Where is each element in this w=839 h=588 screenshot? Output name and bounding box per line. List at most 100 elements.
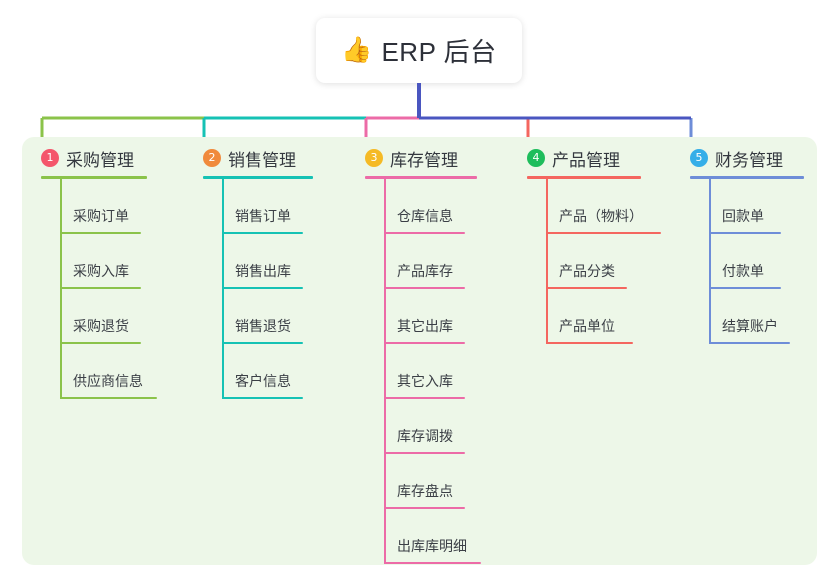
branch-item-label: 库存调拨 (397, 428, 453, 444)
branch-column-1: 1 采购管理采购订单采购入库采购退货供应商信息 (41, 145, 157, 399)
branch-header-5[interactable]: 5 财务管理 (690, 145, 804, 171)
branch-header-rule (41, 176, 147, 179)
branch-item-rule (222, 342, 303, 344)
branch-item-rule (384, 232, 465, 234)
branch-column-5: 5 财务管理回款单付款单结算账户 (690, 145, 804, 344)
branch-column-3: 3 库存管理仓库信息产品库存其它出库其它入库库存调拨库存盘点出库库明细 (365, 145, 481, 564)
branch-item-list: 销售订单销售出库销售退货客户信息 (222, 179, 313, 399)
branch-item[interactable]: 产品分类 (546, 234, 641, 289)
branch-title: 销售管理 (228, 150, 296, 170)
branch-column-2: 2 销售管理销售订单销售出库销售退货客户信息 (203, 145, 313, 399)
branch-item-label: 仓库信息 (397, 208, 453, 224)
branch-item-label: 销售订单 (235, 208, 291, 224)
branch-item[interactable]: 销售订单 (222, 179, 313, 234)
branch-item-label: 其它出库 (397, 318, 453, 334)
branch-item-rule (384, 562, 481, 564)
branches-panel (22, 137, 817, 565)
branch-item-rule (222, 397, 303, 399)
branch-number-badge: 5 (690, 149, 708, 167)
branch-header-rule (203, 176, 313, 179)
branch-item-label: 结算账户 (722, 318, 778, 334)
branch-item-rule (222, 232, 303, 234)
branch-item-list: 仓库信息产品库存其它出库其它入库库存调拨库存盘点出库库明细 (384, 179, 481, 564)
branch-item-label: 采购退货 (73, 318, 129, 334)
branch-spine (709, 179, 711, 344)
branch-item[interactable]: 供应商信息 (60, 344, 157, 399)
branch-header-3[interactable]: 3 库存管理 (365, 145, 477, 171)
branch-item-label: 采购入库 (73, 263, 129, 279)
branch-item-rule (222, 287, 303, 289)
branch-item[interactable]: 出库库明细 (384, 509, 481, 564)
branch-spine (384, 179, 386, 564)
root-node-card[interactable]: 👍 ERP 后台 (316, 18, 522, 83)
branch-item-rule (384, 452, 465, 454)
branch-number-badge: 1 (41, 149, 59, 167)
branch-item-label: 采购订单 (73, 208, 129, 224)
branch-item-rule (60, 287, 141, 289)
branch-item[interactable]: 回款单 (709, 179, 804, 234)
root-node-content: 👍 ERP 后台 (341, 32, 496, 69)
branch-item-label: 出库库明细 (397, 538, 467, 554)
branch-item[interactable]: 采购退货 (60, 289, 147, 344)
branch-item-label: 产品单位 (559, 318, 615, 334)
branch-item[interactable]: 销售出库 (222, 234, 313, 289)
branch-item-label: 产品分类 (559, 263, 615, 279)
branch-header-rule (527, 176, 641, 179)
branch-item[interactable]: 其它出库 (384, 289, 477, 344)
branch-item-label: 销售出库 (235, 263, 291, 279)
root-node-title: ERP 后台 (381, 37, 497, 67)
branch-item-rule (384, 507, 465, 509)
branch-item[interactable]: 其它入库 (384, 344, 477, 399)
branch-item-label: 销售退货 (235, 318, 291, 334)
branch-header-4[interactable]: 4 产品管理 (527, 145, 641, 171)
branch-item-label: 供应商信息 (73, 373, 143, 389)
branch-title: 产品管理 (552, 150, 620, 170)
branch-item-rule (546, 287, 627, 289)
branch-item[interactable]: 产品库存 (384, 234, 477, 289)
branch-item[interactable]: 客户信息 (222, 344, 313, 399)
branch-item-rule (60, 397, 157, 399)
branch-item-list: 产品（物料） 产品分类产品单位 (546, 179, 661, 344)
branch-item[interactable]: 结算账户 (709, 289, 804, 344)
branch-item[interactable]: 采购订单 (60, 179, 147, 234)
branch-item-list: 采购订单采购入库采购退货供应商信息 (60, 179, 157, 399)
branch-item-rule (384, 287, 465, 289)
branch-item-label: 产品（物料） (559, 208, 643, 224)
branch-item-rule (546, 342, 633, 344)
branch-item-list: 回款单付款单结算账户 (709, 179, 804, 344)
branch-number-badge: 4 (527, 149, 545, 167)
branch-item-rule (384, 342, 465, 344)
branch-item-label: 库存盘点 (397, 483, 453, 499)
branch-spine (60, 179, 62, 399)
branch-item[interactable]: 销售退货 (222, 289, 313, 344)
branch-item-rule (384, 397, 465, 399)
branch-item-rule (709, 232, 781, 234)
branch-item-rule (709, 342, 790, 344)
branch-title: 财务管理 (715, 150, 783, 170)
branch-item-label: 产品库存 (397, 263, 453, 279)
branch-number-badge: 3 (365, 149, 383, 167)
branch-header-rule (365, 176, 477, 179)
branch-item-label: 客户信息 (235, 373, 291, 389)
branch-item[interactable]: 库存调拨 (384, 399, 477, 454)
branch-item[interactable]: 产品（物料） (546, 179, 661, 234)
branch-item[interactable]: 付款单 (709, 234, 804, 289)
branch-item-label: 其它入库 (397, 373, 453, 389)
branch-item[interactable]: 产品单位 (546, 289, 641, 344)
branch-title: 采购管理 (66, 150, 134, 170)
branch-item[interactable]: 仓库信息 (384, 179, 477, 234)
branch-item[interactable]: 采购入库 (60, 234, 147, 289)
thumbs-up-icon: 👍 (341, 36, 373, 64)
branch-header-2[interactable]: 2 销售管理 (203, 145, 313, 171)
branch-spine (222, 179, 224, 399)
branch-item-label: 回款单 (722, 208, 764, 224)
branch-title: 库存管理 (390, 150, 458, 170)
branch-header-1[interactable]: 1 采购管理 (41, 145, 147, 171)
branch-number-badge: 2 (203, 149, 221, 167)
branch-header-rule (690, 176, 804, 179)
branch-item-rule (546, 232, 661, 234)
branch-item-rule (60, 232, 141, 234)
branch-item[interactable]: 库存盘点 (384, 454, 477, 509)
branch-item-rule (709, 287, 781, 289)
